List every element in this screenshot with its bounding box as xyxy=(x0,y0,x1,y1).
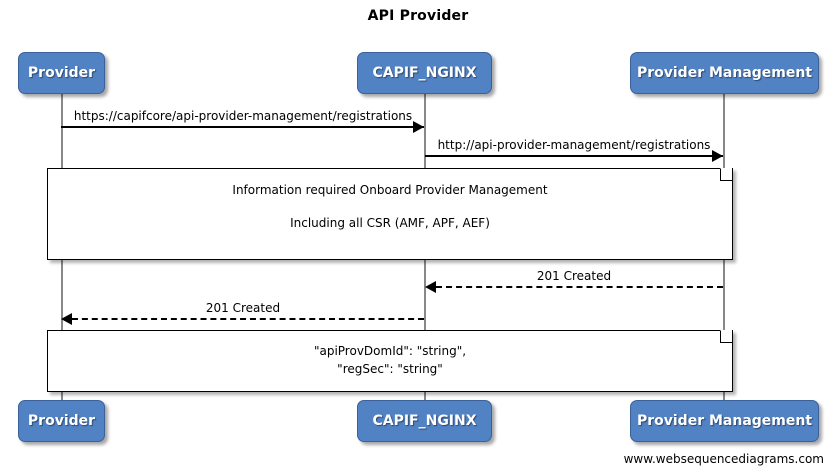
arrowhead-right-icon xyxy=(413,121,424,133)
arrowhead-left-icon xyxy=(61,313,72,325)
participant-capif-nginx-top[interactable]: CAPIF_NGINX xyxy=(357,52,492,94)
participant-label: Provider xyxy=(27,413,96,429)
participant-label: CAPIF_NGINX xyxy=(372,413,477,429)
participant-capif-nginx-bottom[interactable]: CAPIF_NGINX xyxy=(357,400,492,442)
note-response-payload-line2: "regSec": "string" xyxy=(337,362,443,376)
message-2-label: http://api-provider-management/registrat… xyxy=(437,138,711,152)
participant-label: Provider Management xyxy=(636,65,813,81)
participant-provider-management-bottom[interactable]: Provider Management xyxy=(630,400,819,442)
message-4-line xyxy=(72,318,424,320)
page-title: API Provider xyxy=(367,8,469,24)
message-1-label: https://capifcore/api-provider-managemen… xyxy=(73,109,413,123)
watermark-footer: www.websequencediagrams.com xyxy=(623,452,824,466)
message-4-label: 201 Created xyxy=(205,301,281,315)
note-onboard-info: Information required Onboard Provider Ma… xyxy=(47,168,733,260)
note-response-payload-line1: "apiProvDomId": "string", xyxy=(313,344,467,358)
message-3-label: 201 Created xyxy=(536,269,612,283)
participant-label: Provider Management xyxy=(636,413,813,429)
message-3-line xyxy=(436,286,723,288)
note-onboard-info-line1: Information required Onboard Provider Ma… xyxy=(232,183,548,197)
arrowhead-left-icon xyxy=(425,281,436,293)
participant-label: Provider xyxy=(27,65,96,81)
arrowhead-right-icon xyxy=(712,150,723,162)
message-1-line xyxy=(61,126,424,128)
message-2-line xyxy=(425,155,723,157)
participant-provider-management-top[interactable]: Provider Management xyxy=(630,52,819,94)
participant-provider-bottom[interactable]: Provider xyxy=(18,400,105,442)
note-fold-corner-icon xyxy=(720,168,732,181)
participant-label: CAPIF_NGINX xyxy=(372,65,477,81)
note-response-payload: "apiProvDomId": "string", "regSec": "str… xyxy=(47,330,733,392)
note-fold-corner-icon xyxy=(720,330,732,343)
note-onboard-info-line2: Including all CSR (AMF, APF, AEF) xyxy=(290,216,490,230)
participant-provider-top[interactable]: Provider xyxy=(18,52,105,94)
